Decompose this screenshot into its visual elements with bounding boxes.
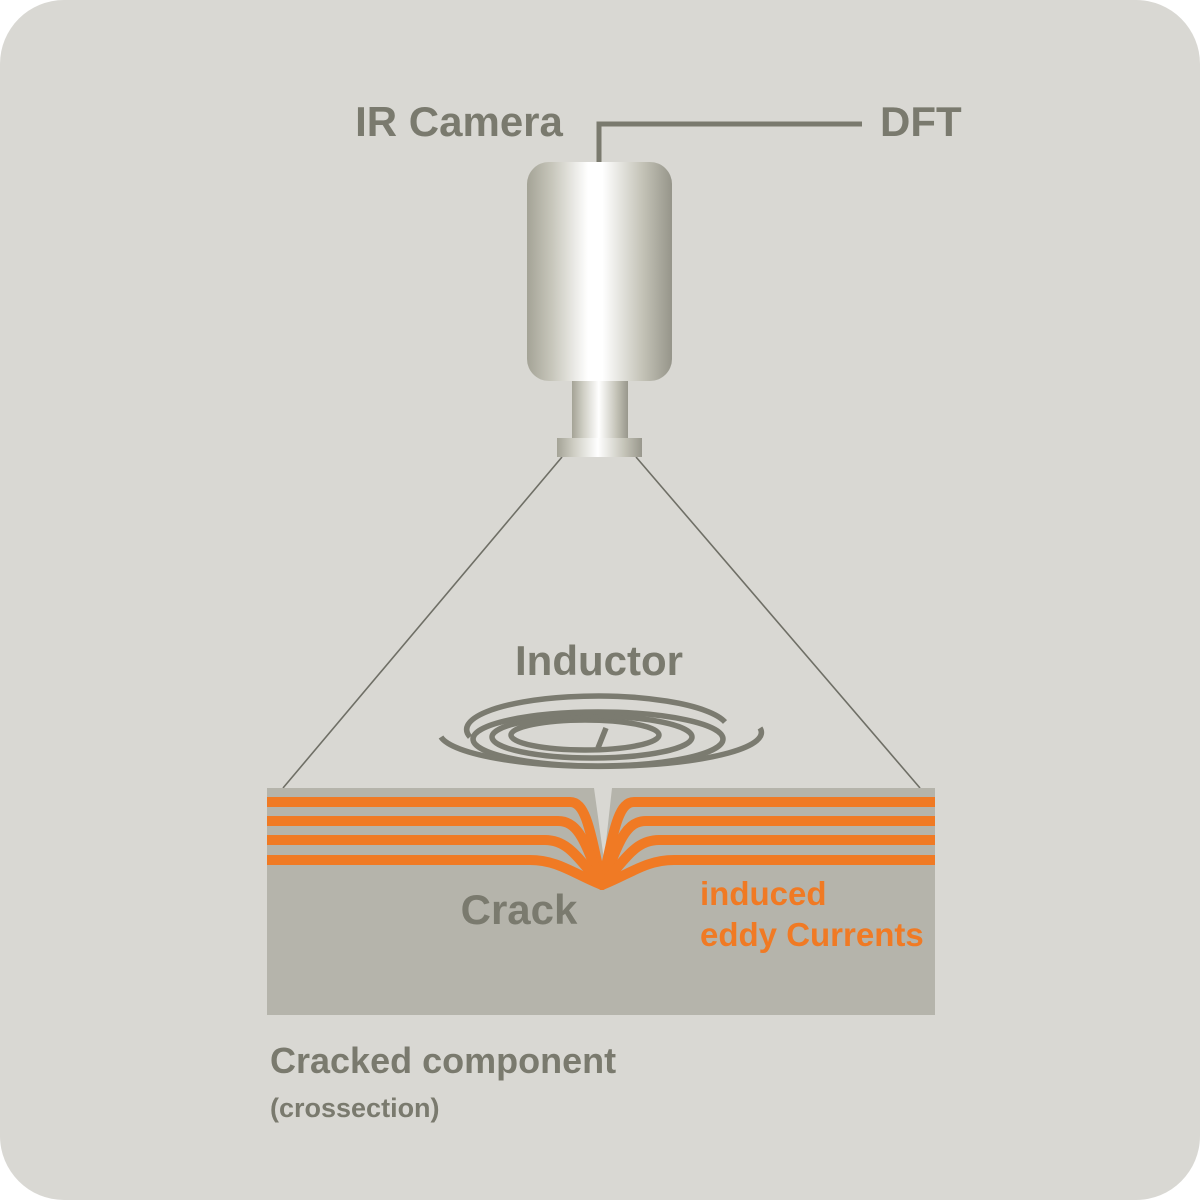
component-title: Cracked component [270, 1040, 616, 1081]
inductor-coil-icon [438, 693, 765, 770]
eddy-currents-label-line1: induced [700, 875, 827, 912]
inductor-label: Inductor [515, 637, 683, 684]
ir-camera-label: IR Camera [355, 98, 563, 145]
eddy-current-line-4 [267, 855, 935, 890]
fov-line-left [282, 456, 563, 789]
ir-camera-icon [527, 162, 672, 457]
component-subtitle: (crossection) [270, 1093, 440, 1123]
dft-label: DFT [880, 98, 962, 145]
crack-label: Crack [461, 886, 578, 933]
fov-line-right [635, 456, 921, 789]
eddy-currents-label-line2: eddy Currents [700, 916, 924, 953]
eddy-current-lines [267, 797, 935, 890]
dft-cable [596, 121, 862, 162]
